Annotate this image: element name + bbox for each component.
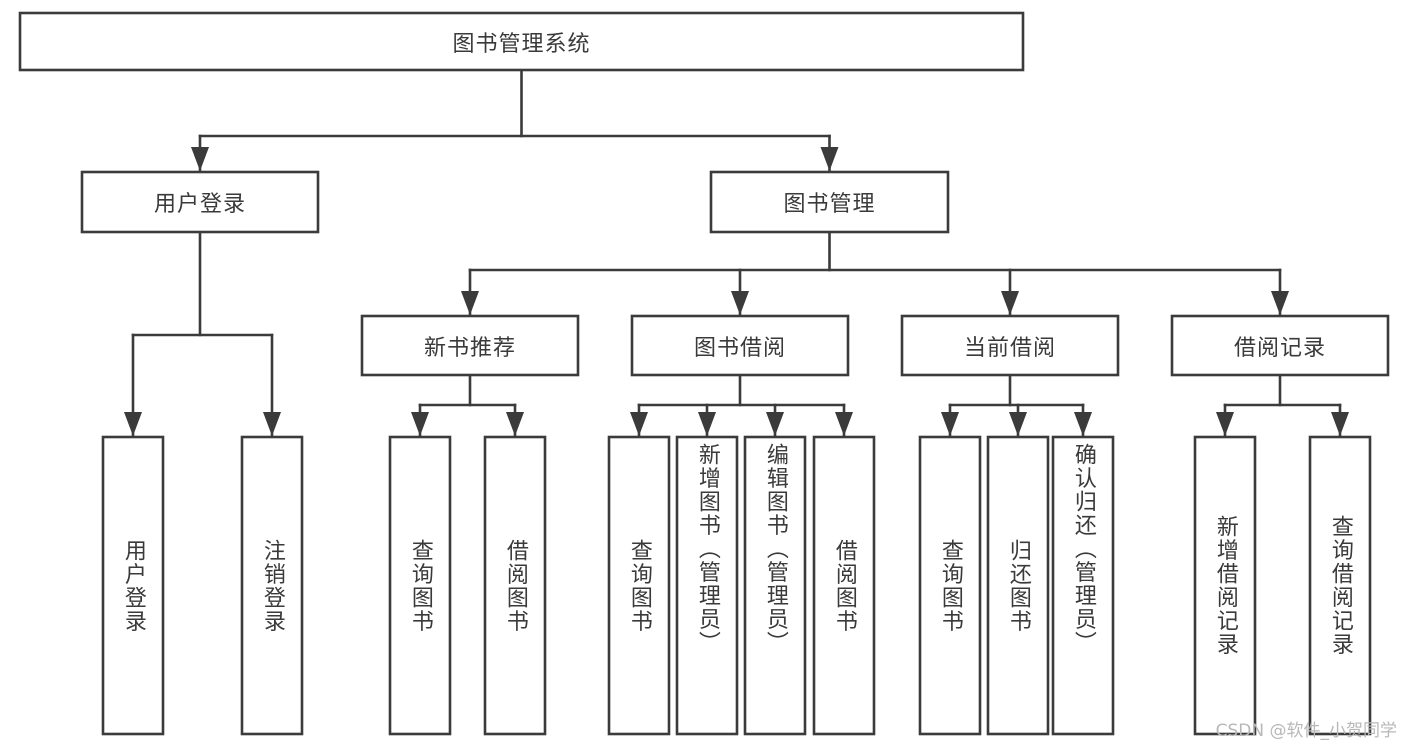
node-box-root[interactable] [18,11,1025,72]
arrow-head-icon [1271,291,1289,315]
arrow-head-icon [191,147,209,171]
arrow-head-icon [1216,412,1234,436]
arrow-head-icon [461,291,479,315]
node-box-book-management[interactable] [709,170,950,234]
node-box-borrow-records[interactable] [1170,314,1390,377]
node-box-leaf-user-login[interactable] [101,435,165,736]
node-box-leaf-edit-book[interactable] [743,435,807,736]
arrow-head-icon [835,412,853,436]
arrow-head-icon [1331,412,1349,436]
arrow-head-icon [263,412,281,436]
node-box-leaf-add-record[interactable] [1193,435,1257,736]
node-box-current-borrow[interactable] [900,314,1120,377]
arrow-head-icon [630,412,648,436]
connector-group [124,68,1349,438]
arrow-head-icon [1001,291,1019,315]
node-box-new-book-recommend[interactable] [360,314,580,377]
arrow-head-icon [506,412,524,436]
node-box-leaf-add-book[interactable] [675,435,739,736]
arrow-head-icon [698,412,716,436]
node-box-leaf-borrow-book-new[interactable] [483,435,547,736]
node-box-leaf-borrow-book[interactable] [812,435,876,736]
arrow-head-icon [411,412,429,436]
arrow-head-icon [941,412,959,436]
arrow-head-icon [766,412,784,436]
arrow-head-icon [731,291,749,315]
node-box-user-login[interactable] [80,170,320,234]
arrow-head-icon [124,412,142,436]
node-box-book-borrow[interactable] [630,314,850,377]
node-box-leaf-return-book[interactable] [986,435,1050,736]
node-box-leaf-confirm-return[interactable] [1051,435,1115,736]
node-box-leaf-query-book-new[interactable] [388,435,452,736]
node-box-leaf-logout[interactable] [240,435,304,736]
node-box-leaf-query-book-current[interactable] [918,435,982,736]
arrow-head-icon [1009,412,1027,436]
node-box-leaf-query-record[interactable] [1308,435,1372,736]
arrow-head-icon [1074,412,1092,436]
arrow-head-icon [820,147,839,171]
node-box-leaf-query-book-borrow[interactable] [607,435,671,736]
node-box-group [18,11,1390,736]
